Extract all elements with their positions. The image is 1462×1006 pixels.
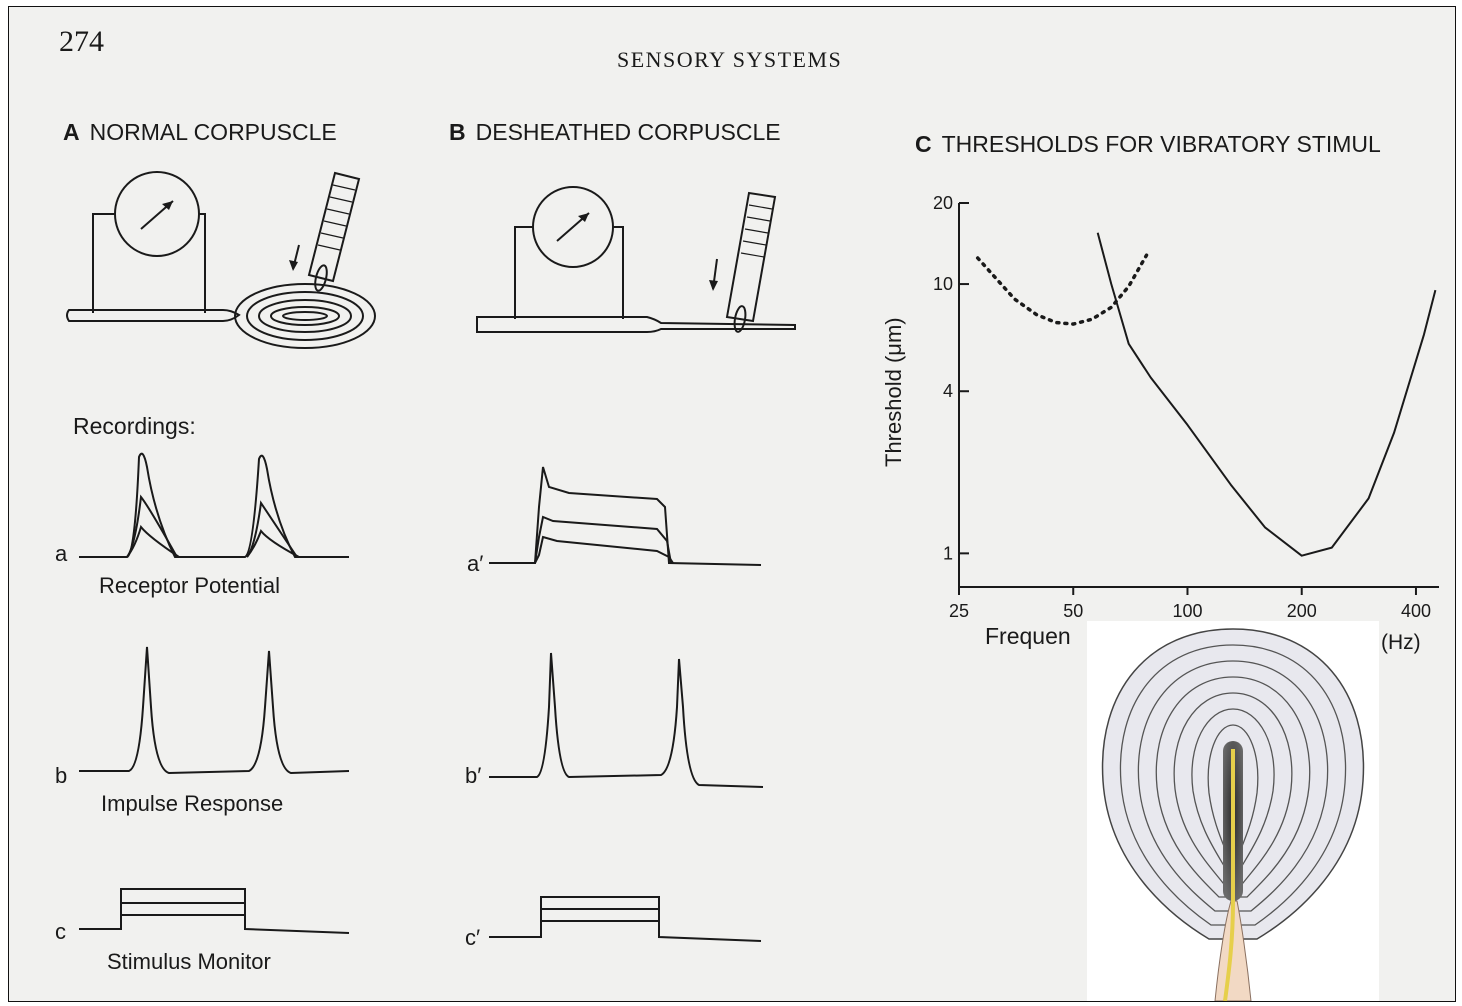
x-tick-label: 400 (1401, 601, 1431, 621)
y-axis-label: Threshold (μm) (881, 317, 907, 467)
x-axis-label: Frequen (985, 623, 1071, 650)
chart-axes (959, 203, 1439, 587)
solid-threshold-curve (1098, 233, 1436, 556)
y-tick-label: 10 (933, 274, 953, 294)
x-tick-label: 50 (1063, 601, 1083, 621)
dotted-threshold-curve (978, 255, 1147, 324)
x-tick-label: 25 (949, 601, 969, 621)
chart-ticks: 25 50 100 200 400 1 4 10 20 (933, 193, 1431, 621)
x-tick-label: 200 (1287, 601, 1317, 621)
corpuscle-drawing (1087, 621, 1379, 1001)
x-tick-label: 100 (1172, 601, 1202, 621)
chart-series (978, 233, 1436, 556)
y-tick-label: 1 (943, 543, 953, 563)
y-tick-label: 20 (933, 193, 953, 213)
x-axis-unit: (Hz) (1381, 631, 1421, 655)
corpuscle-illustration (1087, 621, 1379, 1001)
y-tick-label: 4 (943, 381, 953, 401)
